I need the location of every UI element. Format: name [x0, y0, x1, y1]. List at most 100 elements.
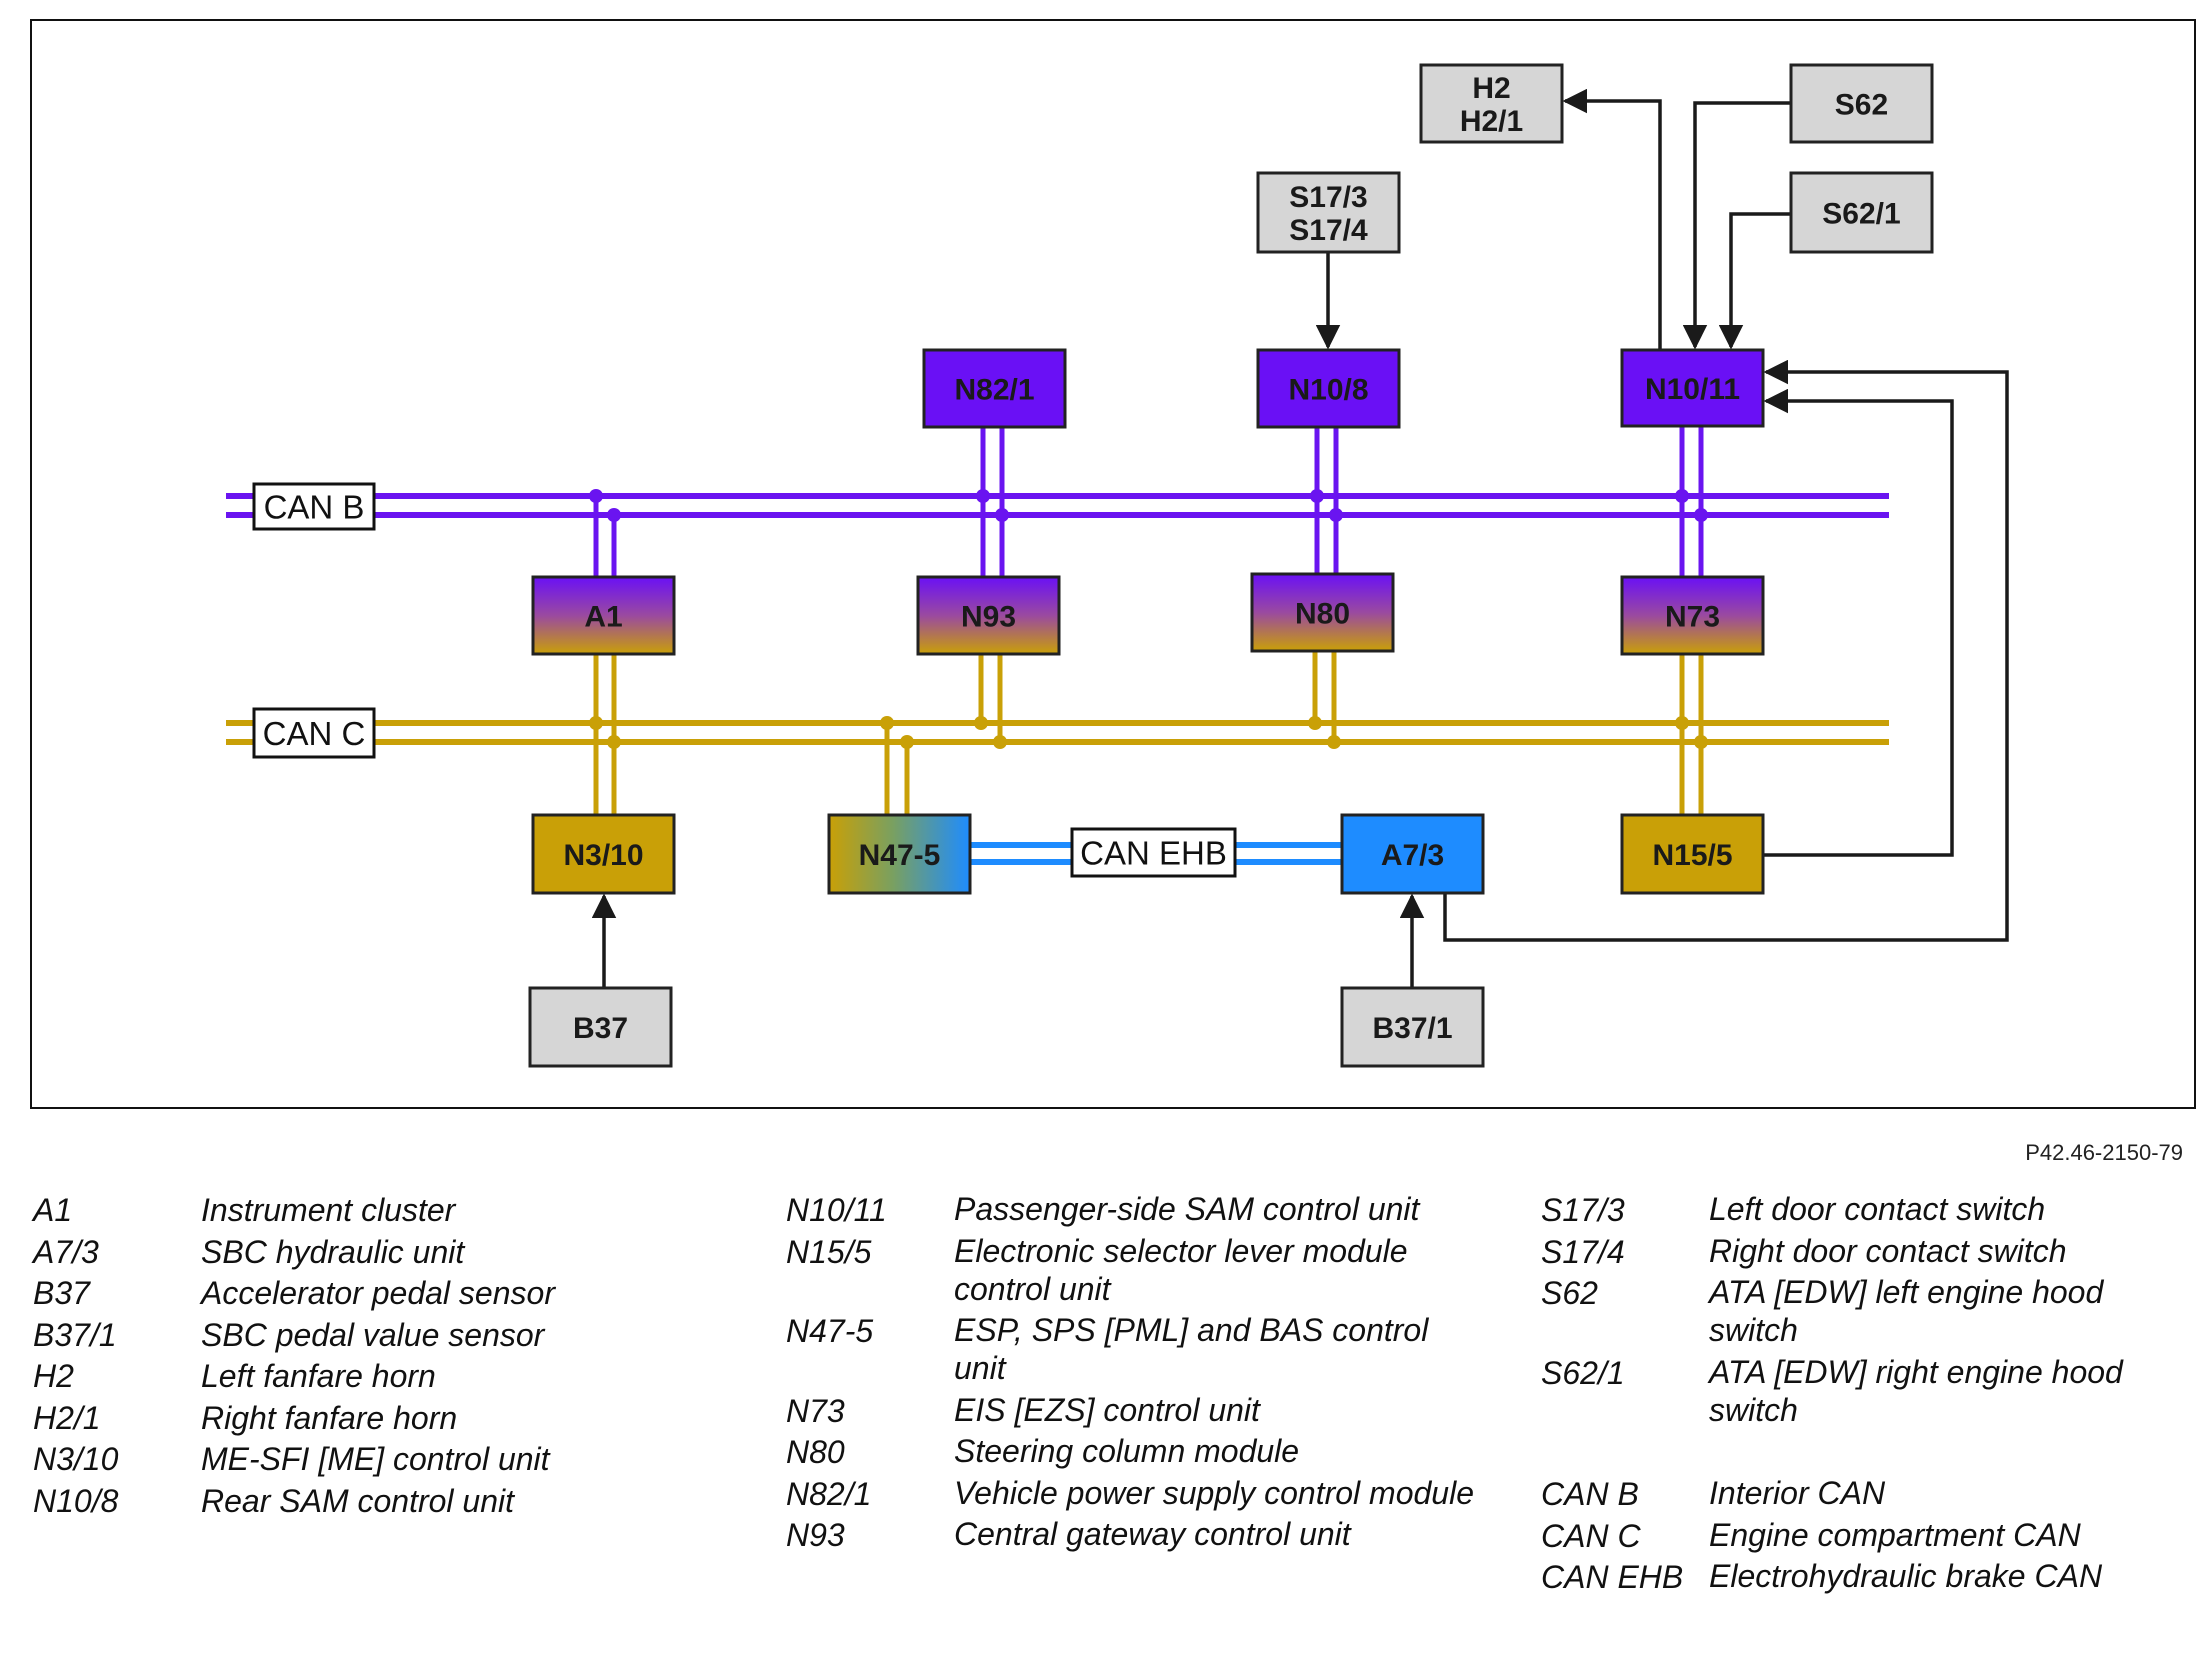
wire-s621-to-n1011	[1718, 212, 1791, 350]
component-label: S17/4	[1289, 214, 1368, 247]
legend-code: B37	[33, 1275, 90, 1311]
component-n93: N93	[916, 575, 1061, 656]
legend-description: ESP, SPS [PML] and BAS control unit	[954, 1312, 1429, 1386]
legend-description: Instrument cluster	[201, 1192, 456, 1228]
legend-description: Electronic selector lever module control…	[954, 1232, 1408, 1307]
legend-description: Passenger-side SAM control unit	[954, 1191, 1420, 1227]
legend-code: S17/3	[1541, 1192, 1625, 1228]
legend-code: N3/10	[33, 1441, 119, 1477]
component-s62: S62	[1789, 63, 1934, 144]
bus-junction-dot	[589, 489, 603, 503]
legend-code: A7/3	[33, 1233, 99, 1270]
component-n10-11: N10/11	[1620, 348, 1765, 428]
legend-description: Engine compartment CAN	[1709, 1516, 2081, 1553]
component-n82-1: N82/1	[922, 348, 1067, 429]
legend-item: S17/3 Left door contact switch	[1541, 1190, 2179, 1232]
wire-s62-to-n1011	[1682, 101, 1791, 350]
legend-code: N47-5	[786, 1313, 874, 1349]
legend-code: S17/4	[1541, 1233, 1625, 1270]
can-c-label: CAN C	[252, 707, 376, 759]
legend-item: A1 Instrument cluster	[33, 1190, 741, 1232]
legend-code: S62/1	[1541, 1354, 1625, 1391]
legend-description: Electrohydraulic brake CAN	[1709, 1558, 2103, 1594]
component-label: N15/5	[1652, 839, 1732, 872]
legend-code: A1	[33, 1192, 73, 1228]
legend-description: ME-SFI [ME] control unit	[201, 1441, 550, 1477]
legend-code: N15/5	[786, 1233, 872, 1270]
bus-junction-dot	[900, 735, 914, 749]
component-label: S62/1	[1822, 198, 1900, 231]
legend-description: Left door contact switch	[1709, 1191, 2046, 1227]
component-label: N93	[961, 601, 1016, 634]
legend-description: Steering column module	[954, 1433, 1300, 1469]
component-label: N73	[1665, 601, 1720, 634]
component-a7-3: A7/3	[1340, 813, 1485, 895]
component-n15-5: N15/5	[1620, 813, 1765, 895]
legend-item: H2/1 Right fanfare horn	[33, 1398, 741, 1440]
bus-junction-dot	[1308, 716, 1322, 730]
component-label: N10/11	[1645, 373, 1740, 406]
bus-junction-dot	[976, 489, 990, 503]
bus-junction-dot	[1675, 489, 1689, 503]
legend-description: Accelerator pedal sensor	[201, 1275, 555, 1311]
bus-junction-dot	[1310, 489, 1324, 503]
bus-label-text: CAN C	[263, 715, 366, 752]
bus-label-text: CAN EHB	[1080, 835, 1227, 872]
bus-junction-dot	[995, 508, 1009, 522]
legend-description: Left fanfare horn	[201, 1358, 436, 1394]
component-label: A1	[584, 601, 622, 634]
legend-description: Right fanfare horn	[201, 1399, 458, 1436]
legend-code: H2/1	[33, 1399, 101, 1436]
component-label: B37	[573, 1012, 628, 1045]
legend-description: SBC pedal value sensor	[201, 1316, 545, 1353]
component-label: S62	[1835, 89, 1888, 122]
legend-item: H2 Left fanfare horn	[33, 1356, 741, 1398]
legend-code: H2	[33, 1358, 74, 1394]
bus-junction-dot	[607, 735, 621, 749]
diagram-frame	[30, 19, 2196, 1109]
bus-junction-dot	[1675, 716, 1689, 730]
component-n80: N80	[1250, 572, 1395, 653]
legend-description: Central gateway control unit	[954, 1516, 1351, 1552]
legend-item: B37 Accelerator pedal sensor	[33, 1273, 741, 1315]
component-b37: B37	[528, 986, 673, 1068]
legend-code: CAN B	[1541, 1476, 1639, 1512]
component-label: H2	[1472, 72, 1510, 105]
component-n10-8: N10/8	[1256, 348, 1401, 429]
component-s62-1: S62/1	[1789, 171, 1934, 254]
component-a1: A1	[531, 575, 676, 656]
bus-junction-dot	[1329, 508, 1343, 522]
wire-a73-to-n1011	[1443, 359, 2009, 942]
legend-code: B37/1	[33, 1316, 117, 1353]
legend-item: N3/10 ME-SFI [ME] control unit	[33, 1439, 741, 1481]
legend-code: CAN C	[1541, 1517, 1641, 1554]
component-label: N80	[1295, 598, 1350, 631]
legend-code: N10/8	[33, 1482, 119, 1519]
bus-label-text: CAN B	[264, 489, 365, 526]
legend-description: EIS [EZS] control unit	[954, 1391, 1260, 1428]
legend-item: N15/5 Electronic selector lever module co…	[786, 1232, 1474, 1312]
component-n47-5: N47-5	[827, 813, 972, 895]
component-label: H2/1	[1460, 105, 1523, 138]
figure-code: P42.46-2150-79	[2025, 1140, 2183, 1165]
bus-junction-dot	[589, 716, 603, 730]
bus-junction-dot	[880, 716, 894, 730]
legend-code: N80	[786, 1434, 845, 1470]
bus-junction-dot	[1694, 508, 1708, 522]
bus-junction-dot	[974, 716, 988, 730]
component-label: N10/8	[1288, 374, 1368, 407]
bus-junction-dot	[1327, 735, 1341, 749]
component-n73: N73	[1620, 575, 1765, 656]
component-label: S17/3	[1289, 181, 1367, 214]
